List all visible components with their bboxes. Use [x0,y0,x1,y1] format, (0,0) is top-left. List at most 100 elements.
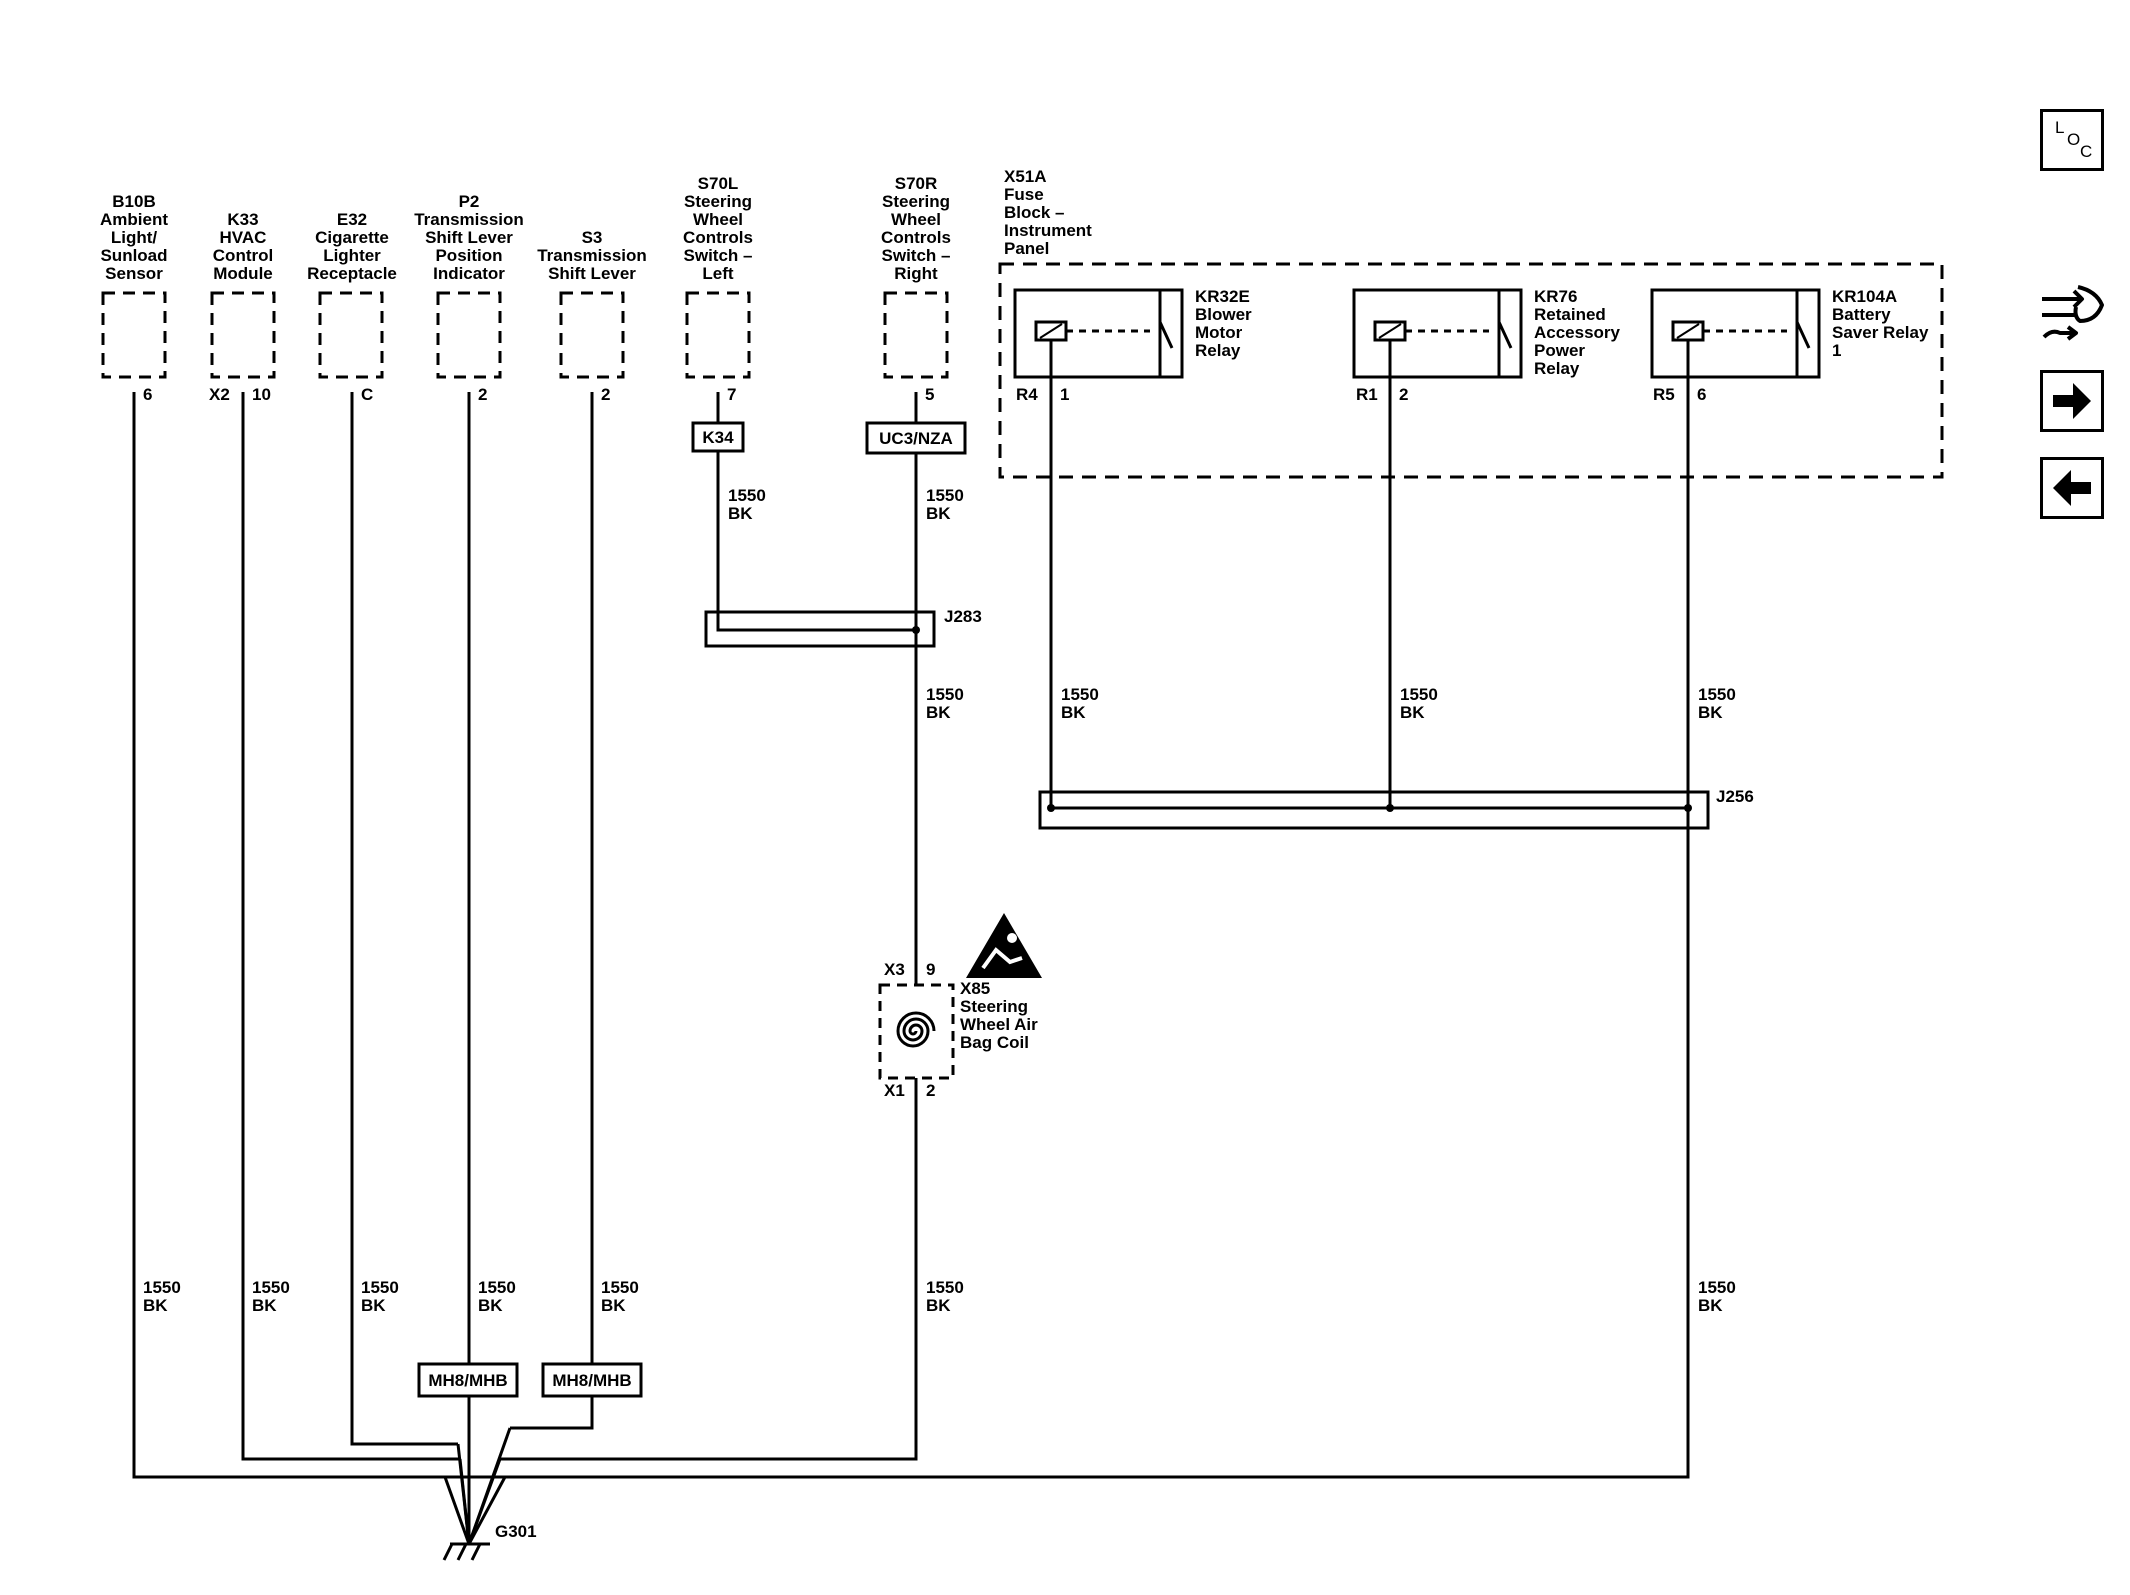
pin-s70l: 7 [727,385,736,404]
option-label-uc3: UC3/NZA [879,429,953,448]
conn-kr32e: R4 [1016,385,1038,404]
wire-circuit-s70l: 1550 [728,486,766,505]
pin-p2: 2 [478,385,487,404]
wire-color-x85: BK [926,1296,951,1315]
schematic-swap-icon[interactable] [2036,277,2108,349]
wire-circuit-j283: 1550 [926,685,964,704]
wire-color-s70r: BK [926,504,951,523]
component-box-k33 [210,291,276,379]
coil-desc-1: Steering [960,997,1028,1016]
coil-desc-2: Wheel Air [960,1015,1038,1034]
component-desc-p2-4: Indicator [433,264,505,283]
fuse-block-desc-2: Block – [1004,203,1064,222]
wire-circuit-kr104a: 1550 [1698,685,1736,704]
component-desc-e32-2: Lighter [323,246,381,265]
component-box-s70l [685,291,751,379]
component-desc-s3-1: Transmission [537,246,647,265]
conn-kr104a: R5 [1653,385,1675,404]
component-desc-s70l-4: Switch – [684,246,753,265]
conn-kr76: R1 [1356,385,1378,404]
wire-circuit-b10b: 1550 [143,1278,181,1297]
relay-desc-kr76-4: Relay [1534,359,1580,378]
component-id-e32: E32 [337,210,367,229]
component-desc-b10b-4: Sensor [105,264,163,283]
wire-circuit-kr32e: 1550 [1061,685,1099,704]
component-box-s70r [883,291,949,379]
conn-k33: X2 [209,385,230,404]
coil-id: X85 [960,979,990,998]
wire-color-kr104a: BK [1698,703,1723,722]
wire-circuit-e32: 1550 [361,1278,399,1297]
wire-color-e32: BK [361,1296,386,1315]
relay-desc-kr76-3: Power [1534,341,1585,360]
relay-box-kr32e [1013,288,1184,379]
wire-b10b-j256-ground [132,377,1690,1479]
wire-color-s70l: BK [728,504,753,523]
pin-b10b: 6 [143,385,152,404]
component-desc-s70r-5: Right [894,264,938,283]
component-desc-s70r-3: Controls [881,228,951,247]
loc-letter-c: C [2080,142,2093,161]
component-desc-s70l-1: Steering [684,192,752,211]
component-box-p2 [436,291,502,379]
wire-circuit-s3: 1550 [601,1278,639,1297]
component-id-b10b: B10B [112,192,155,211]
splice-bar-j283 [704,610,936,648]
wire-circuit-p2: 1550 [478,1278,516,1297]
wire-circuit-ground-right: 1550 [1698,1278,1736,1297]
component-box-e32 [318,291,384,379]
component-desc-p2-2: Shift Lever [425,228,513,247]
coil-top-conn: X3 [884,960,905,979]
component-desc-s70r-4: Switch – [882,246,951,265]
pin-s70r: 5 [925,385,934,404]
relay-desc-kr32e-3: Relay [1195,341,1241,360]
component-id-s70r: S70R [895,174,938,193]
pin-kr76: 2 [1399,385,1408,404]
option-label-k34: K34 [702,428,734,447]
wire-color-kr32e: BK [1061,703,1086,722]
wire-color-k33: BK [252,1296,277,1315]
relay-desc-kr104a-3: 1 [1832,341,1841,360]
splice-bar-j256 [1038,790,1710,830]
ground-label-g301: G301 [495,1522,537,1541]
prev-page-button[interactable] [2040,457,2104,519]
component-box-b10b [101,291,167,379]
relay-desc-kr32e-1: Blower [1195,305,1252,324]
coil-top-pin: 9 [926,960,935,979]
coil-box-x85 [878,983,955,1080]
component-desc-p2-1: Transmission [414,210,524,229]
component-desc-s3-2: Shift Lever [548,264,636,283]
fuse-block-id: X51A [1004,167,1047,186]
component-desc-k33-2: Control [213,246,273,265]
relay-desc-kr32e-2: Motor [1195,323,1243,342]
relay-desc-kr76-2: Accessory [1534,323,1621,342]
component-desc-s70r-1: Steering [882,192,950,211]
component-desc-b10b-3: Sunload [100,246,167,265]
component-desc-b10b-2: Light/ [111,228,158,247]
wire-color-s3: BK [601,1296,626,1315]
option-label-mh8-b: MH8/MHB [552,1371,631,1390]
arrow-left-icon [2053,470,2091,506]
loc-letter-o: O [2067,130,2081,149]
option-label-mh8-a: MH8/MHB [428,1371,507,1390]
next-page-button[interactable] [2040,370,2104,432]
component-desc-s70r-2: Wheel [891,210,941,229]
fuse-block-desc-1: Fuse [1004,185,1044,204]
component-id-p2: P2 [459,192,480,211]
loc-button[interactable]: L O C [2040,109,2104,171]
splice-label-j256: J256 [1716,787,1754,806]
component-desc-s70l-3: Controls [683,228,753,247]
fuse-block-outline [998,262,1944,479]
component-id-s70l: S70L [698,174,739,193]
component-id-s3: S3 [582,228,603,247]
relay-id-kr104a: KR104A [1832,287,1897,306]
relay-id-kr76: KR76 [1534,287,1577,306]
wire-color-b10b: BK [143,1296,168,1315]
arrow-right-icon [2053,383,2091,419]
airbag-warning-icon [966,913,1042,978]
component-id-k33: K33 [227,210,258,229]
fuse-block-desc-3: Instrument [1004,221,1092,240]
relay-desc-kr104a-1: Battery [1832,305,1891,324]
splice-label-j283: J283 [944,607,982,626]
